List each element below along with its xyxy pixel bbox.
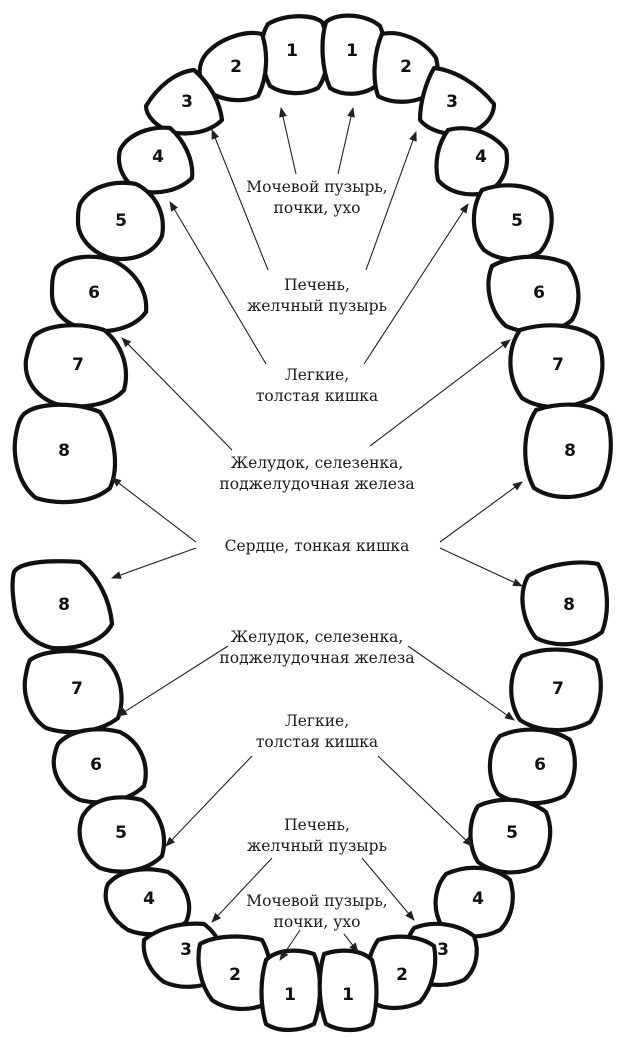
arrow (121, 337, 233, 451)
tooth-number: 6 (534, 755, 546, 775)
tooth-lower-right-4[interactable]: 4 (433, 865, 515, 939)
tooth-number: 3 (437, 940, 449, 960)
tooth-number: 1 (284, 985, 296, 1005)
arrows (111, 107, 523, 961)
tooth-upper-right-7[interactable]: 7 (508, 323, 605, 409)
tooth-number: 3 (180, 940, 192, 960)
tooth-lower-right-1[interactable]: 1 (317, 948, 379, 1033)
arrow (361, 857, 415, 921)
tooth-number: 8 (564, 441, 576, 461)
tooth-lower-left-7[interactable]: 7 (22, 648, 124, 735)
tooth-number: 1 (286, 41, 298, 61)
label-lower-lungs-line2: толстая кишка (256, 733, 378, 751)
tooth-number: 6 (533, 283, 545, 303)
label-lower-liver-line1: Печень, (284, 816, 350, 834)
label-heart: Сердце, тонкая кишка (225, 537, 410, 555)
tooth-lower-left-8[interactable]: 8 (10, 559, 115, 651)
tooth-number: 8 (58, 595, 70, 615)
upper-jaw: 1 1 2 2 3 3 4 (12, 13, 613, 505)
tooth-number: 8 (58, 441, 70, 461)
tooth-number: 1 (342, 985, 354, 1005)
tooth-number: 5 (506, 823, 518, 843)
tooth-upper-left-1[interactable]: 1 (259, 14, 330, 96)
arrow (169, 201, 267, 365)
arrow (117, 645, 229, 717)
arrow (343, 933, 359, 953)
tooth-number: 5 (115, 211, 127, 231)
tooth-number: 4 (472, 889, 484, 909)
tooth-upper-right-3[interactable]: 3 (417, 65, 497, 137)
arrow (111, 477, 197, 543)
tooth-number: 6 (88, 283, 100, 303)
label-lower-bladder-line2: почки, ухо (274, 913, 361, 931)
arrow (211, 129, 269, 271)
tooth-number: 3 (181, 92, 193, 112)
arrow (363, 203, 469, 365)
arrow (369, 339, 511, 447)
label-lower-liver-line2: желчный пузырь (247, 837, 387, 855)
label-lower-stomach-line2: поджелудочная железа (219, 649, 414, 667)
tooth-number: 4 (143, 889, 155, 909)
label-lower-bladder-line1: Мочевой пузырь, (246, 892, 387, 910)
arrow (279, 107, 297, 175)
label-upper-stomach-line2: поджелудочная железа (219, 475, 414, 493)
label-upper-bladder-line1: Мочевой пузырь, (246, 178, 387, 196)
organ-labels: Мочевой пузырь, почки, ухо Печень, желчн… (219, 178, 414, 931)
tooth-number: 4 (475, 147, 487, 167)
label-upper-bladder-line2: почки, ухо (274, 199, 361, 217)
arrow (279, 929, 301, 961)
tooth-number: 5 (511, 211, 523, 231)
tooth-lower-right-5[interactable]: 5 (468, 797, 553, 875)
tooth-upper-left-6[interactable]: 6 (49, 254, 149, 334)
arrow (165, 755, 253, 847)
tooth-number: 5 (115, 823, 127, 843)
tooth-number: 3 (446, 92, 458, 112)
arrow (111, 547, 197, 579)
tooth-lower-right-7[interactable]: 7 (509, 647, 603, 733)
tooth-number: 7 (71, 679, 83, 699)
arrow (211, 857, 273, 923)
tooth-lower-left-6[interactable]: 6 (51, 727, 148, 805)
tooth-number: 2 (230, 57, 242, 77)
tooth-number: 8 (563, 595, 575, 615)
tooth-number: 7 (552, 355, 564, 375)
arrow (337, 107, 355, 175)
arrow (407, 645, 515, 721)
arrow (365, 131, 417, 271)
label-upper-lungs-line1: Легкие, (285, 366, 349, 384)
tooth-number: 2 (396, 965, 408, 985)
tooth-lower-right-6[interactable]: 6 (487, 727, 577, 806)
tooth-upper-right-5[interactable]: 5 (471, 183, 554, 262)
tooth-upper-left-5[interactable]: 5 (75, 180, 165, 262)
arrow (377, 755, 473, 847)
tooth-number: 7 (72, 355, 84, 375)
tooth-lower-right-8[interactable]: 8 (520, 560, 610, 647)
tooth-number: 2 (400, 57, 412, 77)
tooth-upper-left-8[interactable]: 8 (12, 402, 117, 505)
tooth-number: 4 (152, 147, 164, 167)
arrow (439, 481, 523, 543)
tooth-number: 7 (552, 679, 564, 699)
tooth-upper-right-8[interactable]: 8 (523, 402, 613, 499)
tooth-number: 6 (90, 755, 102, 775)
tooth-lower-left-5[interactable]: 5 (77, 795, 167, 874)
label-lower-stomach-line1: Желудок, селезенка, (231, 628, 404, 646)
label-upper-stomach-line1: Желудок, селезенка, (231, 454, 404, 472)
label-lower-lungs-line1: Легкие, (285, 712, 349, 730)
tooth-upper-right-6[interactable]: 6 (486, 254, 581, 335)
lower-jaw: 8 8 7 7 6 6 5 (10, 559, 610, 1033)
tooth-number: 1 (346, 41, 358, 61)
arrow (439, 547, 523, 587)
tooth-upper-left-7[interactable]: 7 (23, 323, 129, 409)
tooth-number: 2 (229, 965, 241, 985)
label-upper-liver-line1: Печень, (284, 276, 350, 294)
label-upper-liver-line2: желчный пузырь (247, 297, 387, 315)
label-upper-lungs-line2: толстая кишка (256, 387, 378, 405)
tooth-lower-left-1[interactable]: 1 (259, 948, 323, 1033)
